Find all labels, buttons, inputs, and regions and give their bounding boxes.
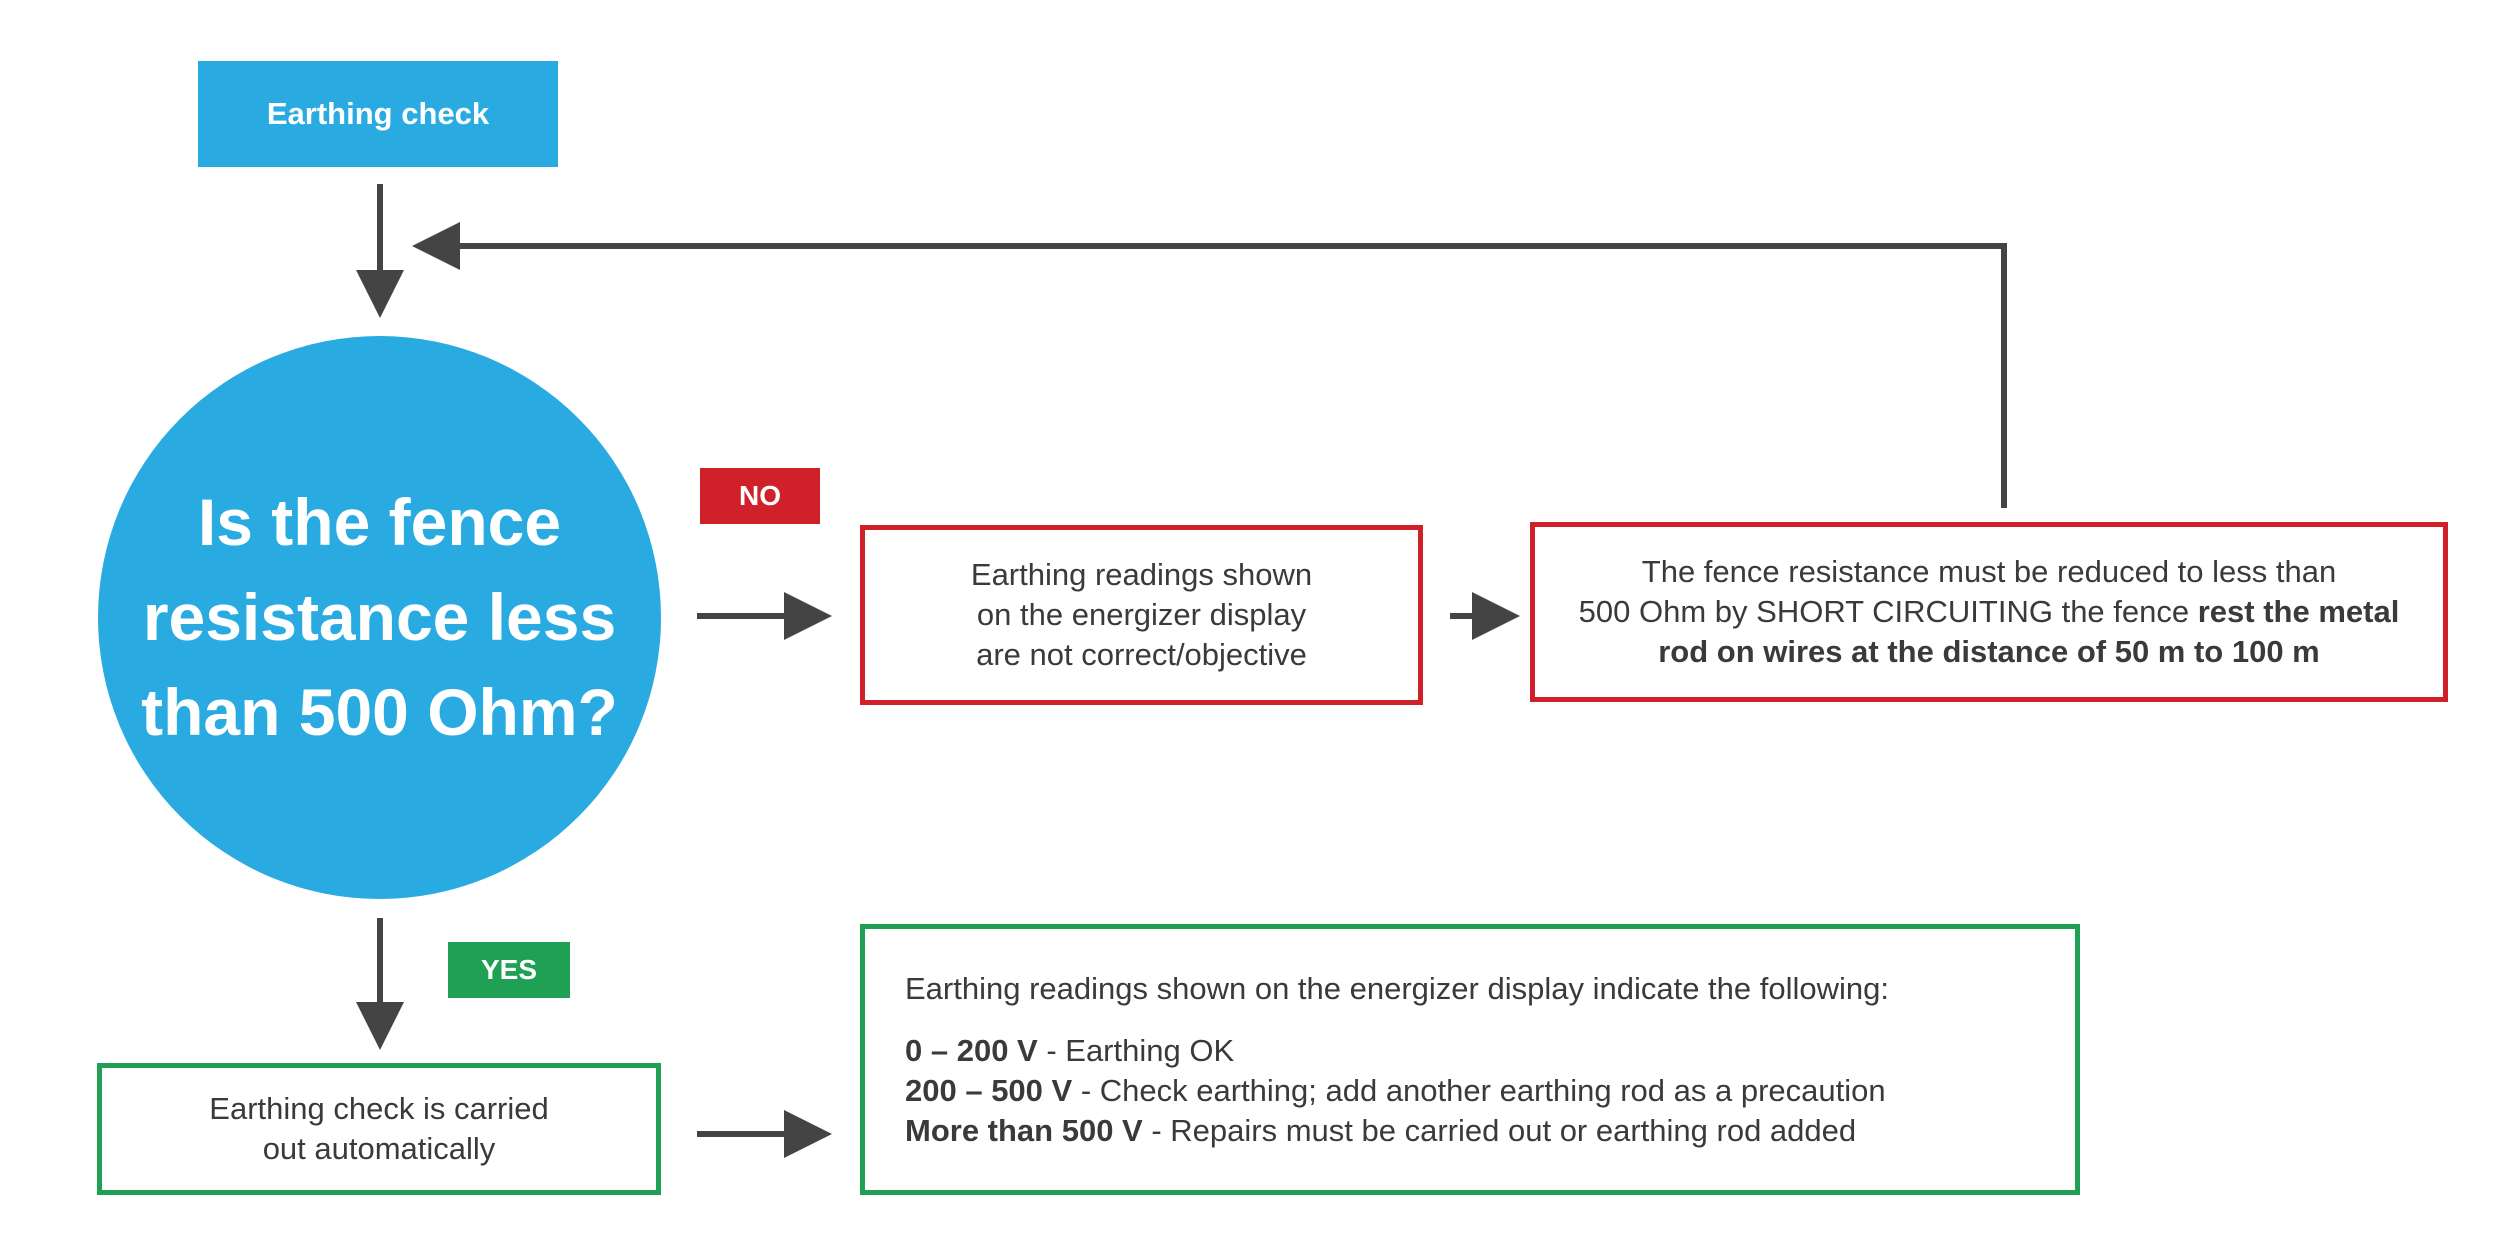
fix-line-3: rod on wires at the distance of 50 m to …: [1658, 634, 2320, 669]
no-step-readings-incorrect: Earthing readings shown on the energizer…: [860, 525, 1423, 705]
readings-intro: Earthing readings shown on the energizer…: [905, 971, 1889, 1006]
reading-range: 0 – 200 V: [905, 1033, 1038, 1068]
no-step-short-circuit-instruction: The fence resistance must be reduced to …: [1530, 522, 2448, 702]
decision-line-3: than 500 Ohm?: [141, 675, 618, 749]
no-step-line-1: Earthing readings shown: [970, 557, 1313, 592]
no-step-line-3: are not correct/objective: [976, 637, 1307, 672]
reading-meaning: - Repairs must be carried out or earthin…: [1142, 1113, 1857, 1148]
yes-branch-tag: YES: [448, 942, 570, 998]
yes-step-line-2: out automatically: [262, 1131, 496, 1166]
reading-row: 0 – 200 V - Earthing OK: [905, 1031, 2075, 1071]
arrow-loop-back: [412, 222, 2007, 508]
no-step-line-2: on the energizer display: [976, 597, 1307, 632]
reading-meaning: - Check earthing; add another earthing r…: [1072, 1073, 1886, 1108]
no-branch-label: NO: [739, 480, 781, 511]
decision-question: Is the fence resistance less than 500 Oh…: [141, 475, 618, 760]
start-node-label: Earthing check: [266, 96, 490, 131]
fix-line-2: 500 Ohm by SHORT CIRCUITING the fence re…: [1579, 592, 2400, 632]
yes-step-line-1: Earthing check is carried: [209, 1091, 549, 1126]
start-node-earthing-check: Earthing check: [198, 61, 558, 167]
reading-range: More than 500 V: [905, 1113, 1143, 1148]
yes-step-readings-legend: Earthing readings shown on the energizer…: [860, 924, 2080, 1195]
fix-line-1: The fence resistance must be reduced to …: [1641, 554, 2337, 589]
reading-meaning: - Earthing OK: [1037, 1033, 1235, 1068]
fix-line-2-plain: 500 Ohm by SHORT CIRCUITING the fence: [1578, 594, 2198, 629]
fix-line-2-bold: rest the metal: [2197, 594, 2400, 629]
reading-row: More than 500 V - Repairs must be carrie…: [905, 1111, 2075, 1151]
no-branch-tag: NO: [700, 468, 820, 524]
decision-node-resistance: Is the fence resistance less than 500 Oh…: [98, 336, 661, 899]
reading-range: 200 – 500 V: [905, 1073, 1073, 1108]
decision-line-1: Is the fence: [197, 485, 562, 559]
decision-line-2: resistance less: [142, 580, 617, 654]
yes-branch-label: YES: [480, 954, 538, 985]
reading-row: 200 – 500 V - Check earthing; add anothe…: [905, 1071, 2075, 1111]
yes-step-automatic-check: Earthing check is carried out automatica…: [97, 1063, 661, 1195]
